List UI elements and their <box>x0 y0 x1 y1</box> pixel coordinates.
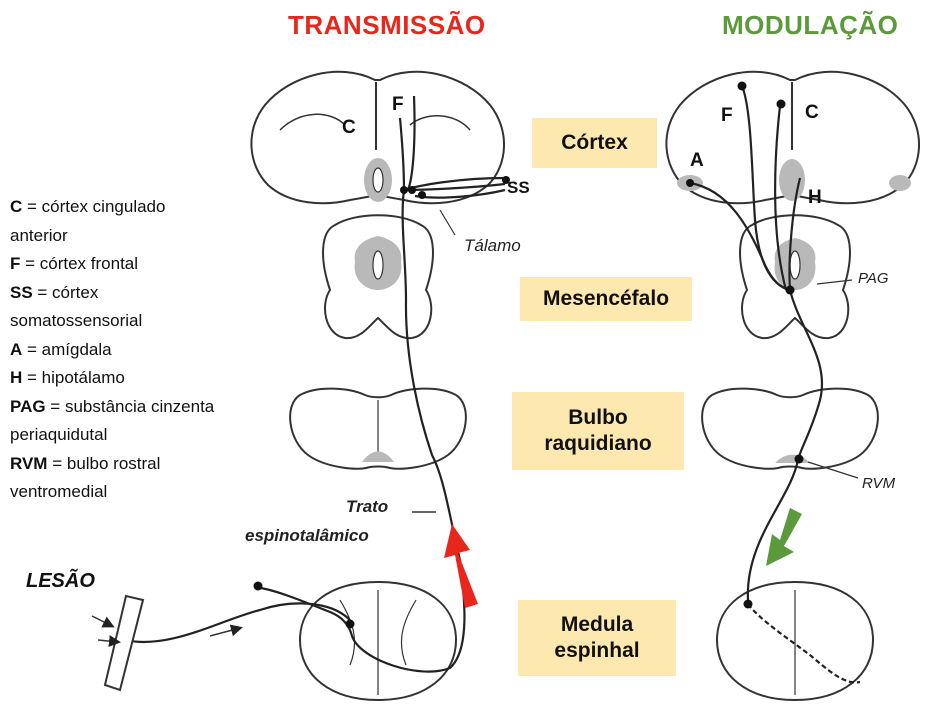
label-pag: PAG <box>858 270 889 287</box>
label-lesao: LESÃO <box>26 570 95 593</box>
skin-lesion-shape <box>105 596 143 690</box>
label-left-f: F <box>392 94 404 115</box>
label-right-a: A <box>690 150 704 171</box>
label-trato-1: Trato <box>346 497 388 517</box>
label-left-c: C <box>342 117 356 138</box>
talamo-pointer-line <box>440 210 455 235</box>
transmission-arrow <box>444 524 478 608</box>
signal-direction-arrow <box>210 628 240 636</box>
label-left-ss: SS <box>507 178 530 197</box>
label-talamo: Tálamo <box>464 236 521 256</box>
label-right-f: F <box>721 105 733 126</box>
left-spinal-cord <box>300 582 456 700</box>
label-right-c: C <box>805 102 819 123</box>
label-right-h: H <box>808 187 822 208</box>
label-trato-2: espinotalâmico <box>245 526 369 546</box>
label-rvm: RVM <box>862 475 895 492</box>
lesion-arrow <box>92 616 112 626</box>
